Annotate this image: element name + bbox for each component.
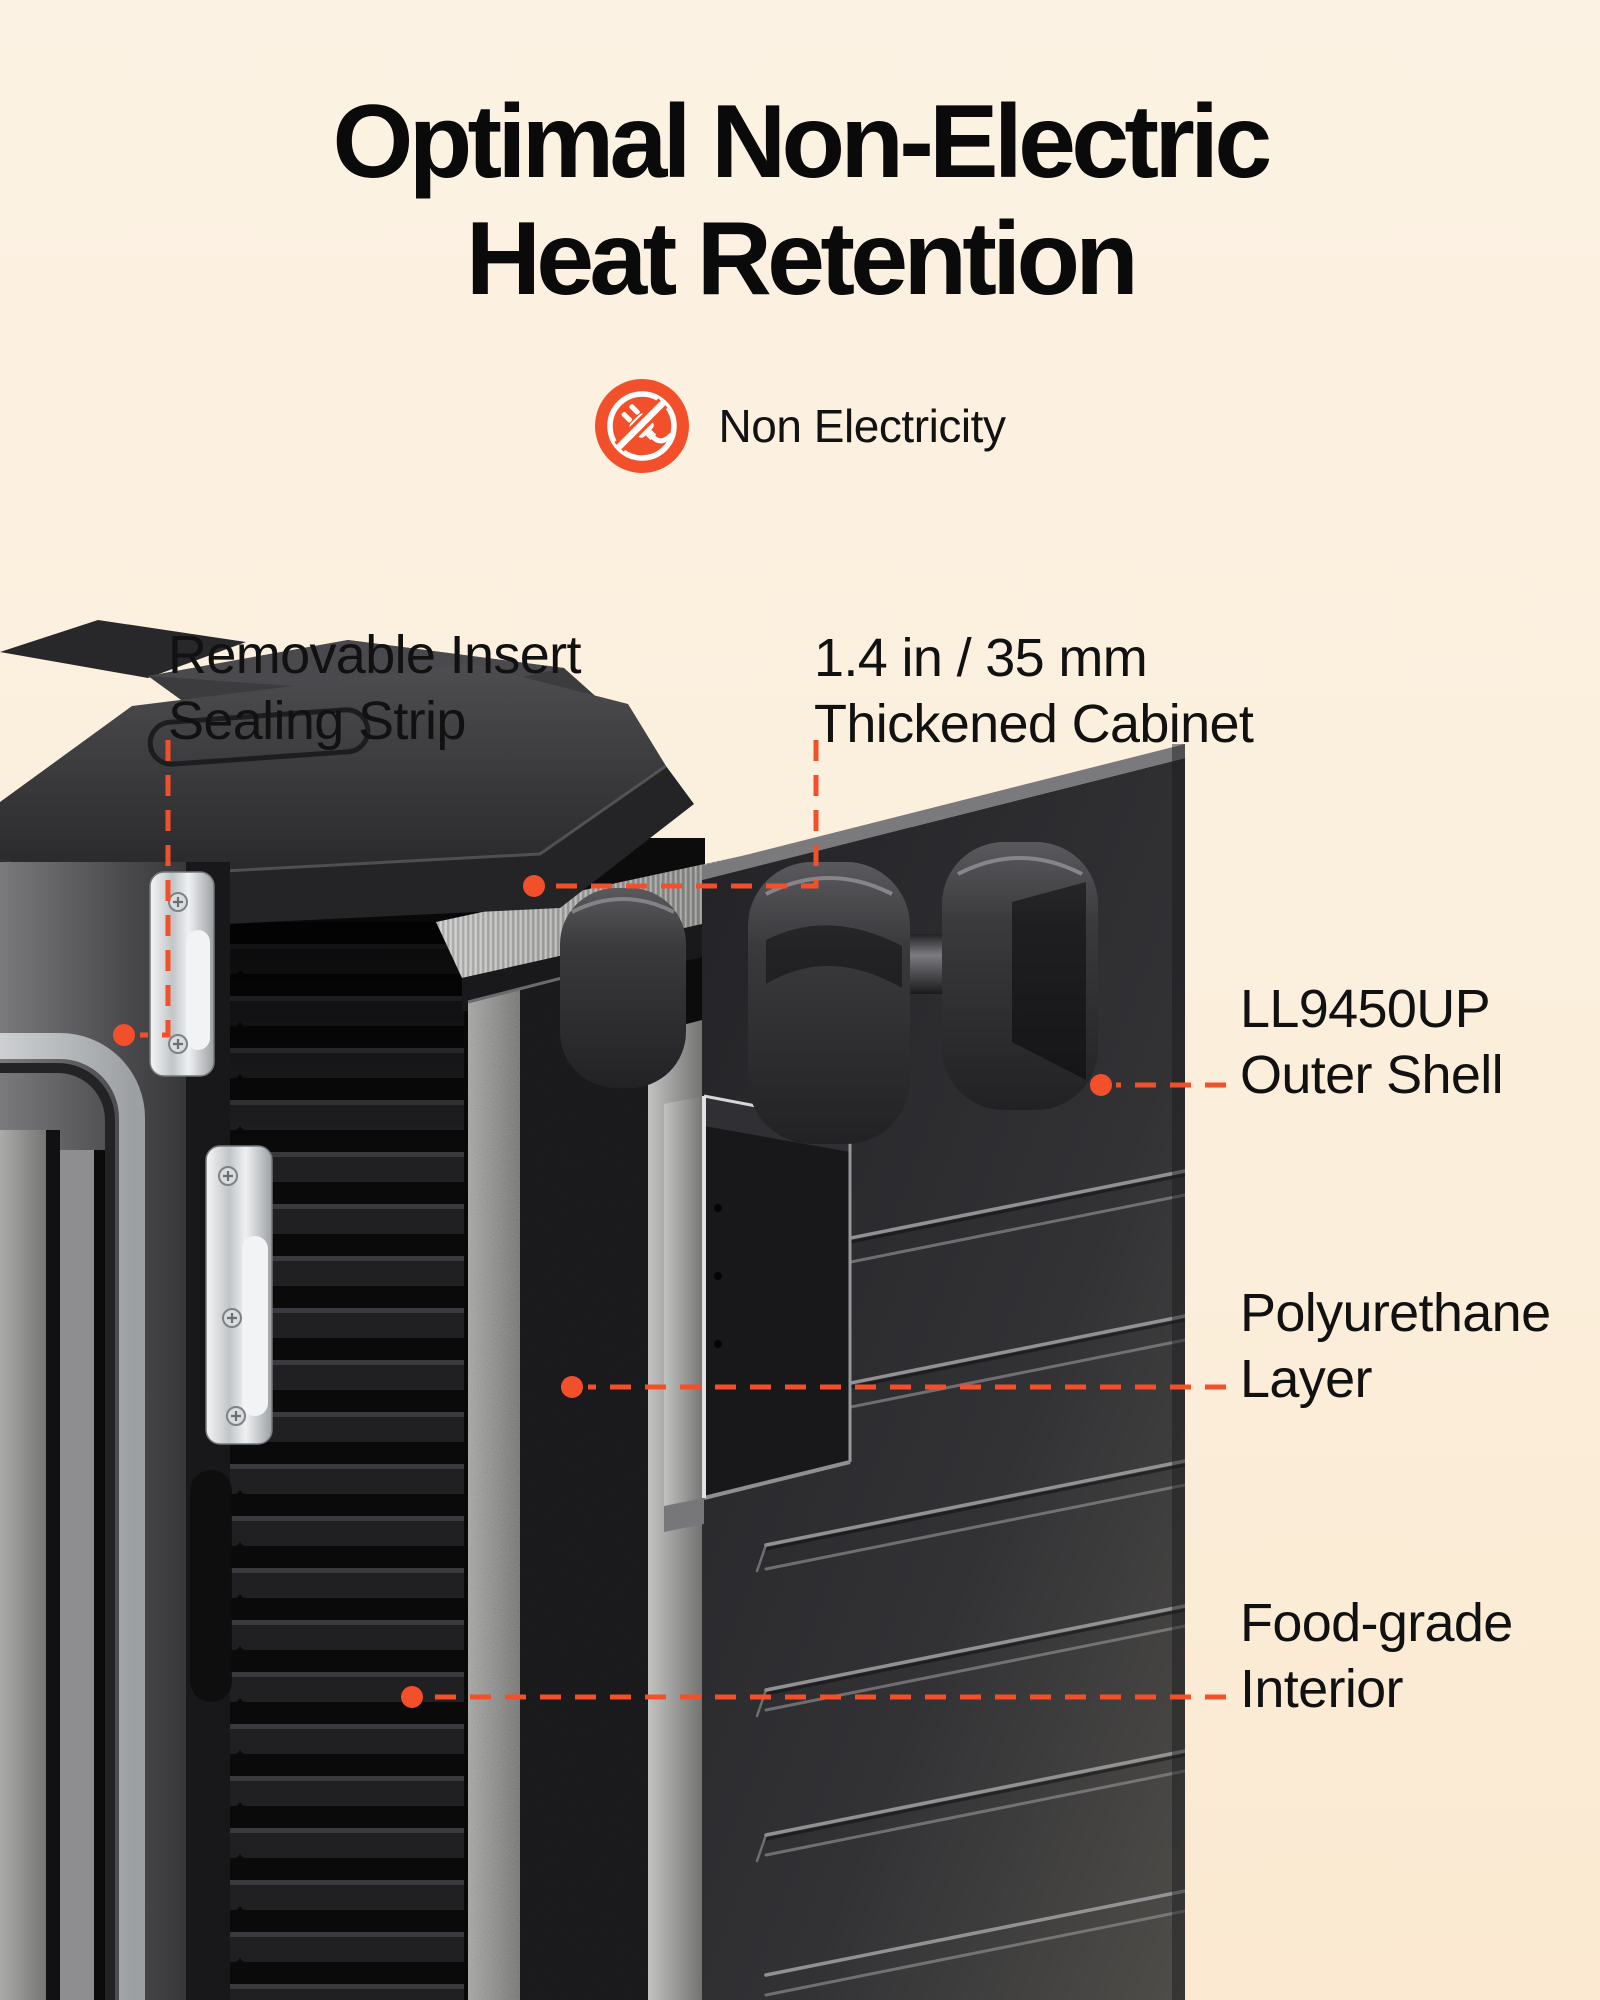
polyurethane-foam-layer — [467, 954, 649, 2000]
callout-text: Sealing Strip — [168, 691, 466, 751]
page-title-line2: Heat Retention — [465, 201, 1139, 317]
callout-text: Removable Insert — [168, 625, 581, 685]
callout-dot-outer-shell — [1090, 1074, 1112, 1096]
shell-hinge-hooks — [560, 842, 1098, 1144]
door-hinge-bottom — [205, 1145, 273, 1445]
callout-label-thickened-cabinet: 1.4 in / 35 mm Thickened Cabinet — [814, 625, 1254, 757]
callout-text: Thickened Cabinet — [814, 694, 1254, 754]
callout-text: LL9450UP — [1240, 979, 1491, 1039]
page-title: Optimal Non-Electric Heat Retention — [0, 84, 1600, 318]
callout-label-outer-shell: LL9450UP Outer Shell — [1240, 976, 1504, 1108]
cabinet-front — [0, 862, 232, 2000]
callout-label-polyurethane: Polyurethane Layer — [1240, 1280, 1551, 1412]
callout-label-sealing-strip: Removable Insert Sealing Strip — [168, 622, 581, 754]
page-title-line1: Optimal Non-Electric — [332, 84, 1272, 200]
callout-dot-thickened-cabinet — [523, 875, 545, 897]
callout-line-thickened-cabinet — [550, 740, 819, 889]
callout-text: Food-grade — [1240, 1593, 1513, 1653]
callout-text: Interior — [1240, 1659, 1404, 1719]
callout-label-food-grade: Food-grade Interior — [1240, 1590, 1513, 1722]
callout-dot-food-grade — [401, 1686, 423, 1708]
badge-label: Non Electricity — [718, 400, 1006, 452]
callout-text: 1.4 in / 35 mm — [814, 628, 1148, 688]
callout-text: Polyurethane — [1240, 1283, 1551, 1343]
callout-dot-sealing-strip — [113, 1024, 135, 1046]
door-seal-frame — [0, 1033, 145, 2000]
callout-text: Layer — [1240, 1349, 1372, 1409]
callout-text: Outer Shell — [1240, 1045, 1504, 1105]
door-handle-recess — [190, 1470, 232, 1702]
callout-dot-polyurethane — [561, 1376, 583, 1398]
callout-line-sealing-strip — [140, 740, 171, 1038]
interior-shadow — [226, 880, 464, 1160]
non-electricity-badge: Non Electricity — [0, 378, 1600, 474]
no-electricity-icon — [595, 379, 690, 473]
